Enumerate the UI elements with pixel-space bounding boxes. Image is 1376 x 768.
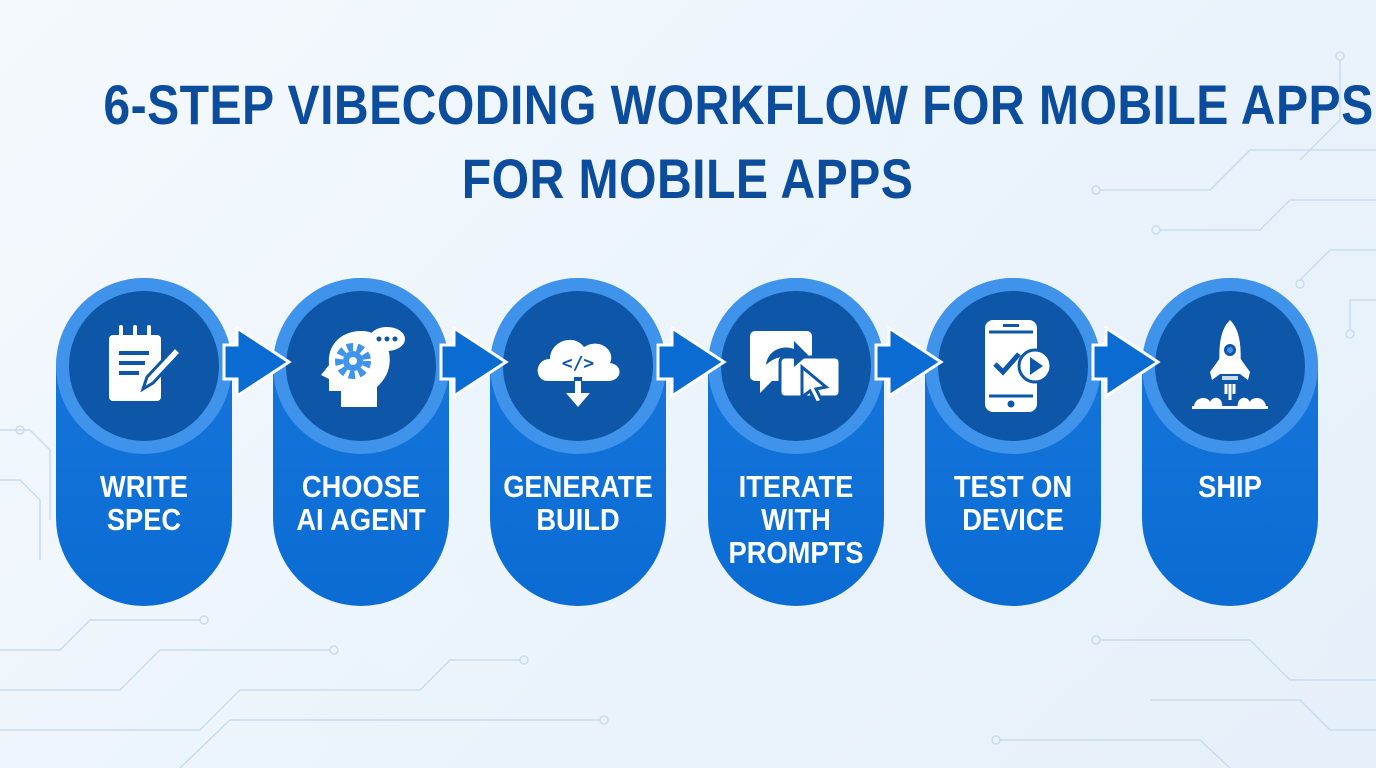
step-label-line: WRITE	[100, 469, 188, 504]
step-label-line: WITH	[761, 502, 831, 537]
rocket-launch-icon	[1155, 291, 1305, 441]
step-label-line: AI AGENT	[296, 502, 426, 537]
head-gear-thought-icon	[286, 291, 436, 441]
step-icon-ring	[56, 278, 232, 454]
step-label-line: SHIP	[1198, 469, 1262, 504]
step-label-line: TEST ON	[953, 469, 1073, 504]
step-icon-ring	[273, 278, 449, 454]
step-label: SHIP	[1142, 470, 1318, 503]
step-label-line: DEVICE	[962, 502, 1064, 537]
chat-arrow-cursor-icon	[721, 291, 871, 441]
step-label-line: CHOOSE	[301, 469, 421, 504]
step-label-line: SPEC	[106, 502, 182, 537]
step-icon-ring	[925, 278, 1101, 454]
cloud-code-download-icon: </>	[503, 291, 653, 441]
page-title-line-2: FOR MOBILE APPS	[462, 147, 914, 210]
step-icon-ring	[1142, 278, 1318, 454]
step-6: SHIP	[1142, 278, 1318, 606]
notepad-pencil-icon	[69, 291, 219, 441]
svg-text:</>: </>	[562, 353, 595, 374]
step-label-line: BUILD	[536, 502, 620, 537]
step-icon-ring: </>	[490, 278, 666, 454]
step-label-line: ITERATE	[738, 469, 854, 504]
step-label-line: PROMPTS	[728, 535, 864, 570]
step-icon-ring	[708, 278, 884, 454]
page-title-line-1: 6-STEP VIBECODING WORKFLOW FOR MOBILE AP…	[103, 73, 1374, 136]
phone-check-play-icon	[938, 291, 1088, 441]
step-label-line: GENERATE	[503, 469, 653, 504]
